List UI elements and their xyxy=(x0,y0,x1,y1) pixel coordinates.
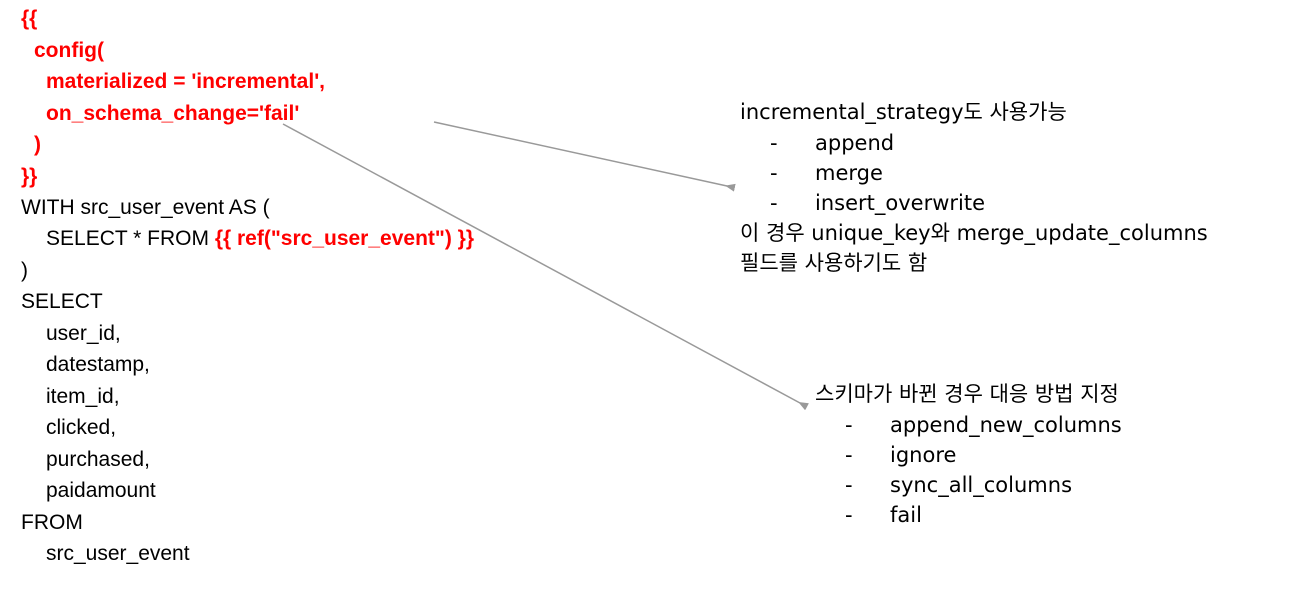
note-strategy-dash-1: - xyxy=(770,131,778,155)
code-line-close-braces: }} xyxy=(21,165,38,188)
code-line-datestamp: datestamp, xyxy=(46,353,150,376)
note-schema-dash-3: - xyxy=(845,473,853,497)
code-line-with: WITH src_user_event AS ( xyxy=(21,196,270,219)
note-strategy-item-append: append xyxy=(815,131,895,155)
code-line-paidamount: paidamount xyxy=(46,479,156,502)
note-strategy-footer-2: 필드를 사용하기도 함 xyxy=(740,251,928,275)
code-line-select: SELECT xyxy=(21,290,103,313)
code-line-close-paren: ) xyxy=(34,133,41,156)
code-line-config: config( xyxy=(34,39,104,62)
arrow-schema-to-on-schema-change xyxy=(282,123,809,411)
note-schema-item-sync-all-columns: sync_all_columns xyxy=(890,473,1073,497)
note-schema-dash-4: - xyxy=(845,503,853,527)
note-schema-item-fail: fail xyxy=(890,503,922,527)
code-line-on-schema-change: on_schema_change='fail' xyxy=(46,102,300,125)
code-line-materialized: materialized = 'incremental', xyxy=(46,70,326,93)
code-line-cte-close: ) xyxy=(21,259,28,282)
note-schema-title: 스키마가 바뀐 경우 대응 방법 지정 xyxy=(815,382,1119,406)
note-schema-dash-2: - xyxy=(845,443,853,467)
note-strategy-dash-2: - xyxy=(770,161,778,185)
code-line-item-id: item_id, xyxy=(46,385,120,408)
code-line-from: FROM xyxy=(21,511,83,534)
code-select-prefix: SELECT * FROM xyxy=(46,227,215,250)
note-strategy-title: incremental_strategy도 사용가능 xyxy=(740,100,1067,124)
arrow-strategy-to-materialized xyxy=(433,121,736,192)
note-strategy-footer-1: 이 경우 unique_key와 merge_update_columns xyxy=(740,221,1208,245)
code-line-select-from: SELECT * FROM {{ ref("src_user_event") }… xyxy=(46,227,474,251)
note-strategy-item-insert-overwrite: insert_overwrite xyxy=(815,191,985,215)
code-line-purchased: purchased, xyxy=(46,448,150,471)
note-schema-dash-1: - xyxy=(845,413,853,437)
note-schema-item-append-new-columns: append_new_columns xyxy=(890,413,1122,437)
note-strategy-dash-3: - xyxy=(770,191,778,215)
code-ref-macro: {{ ref("src_user_event") }} xyxy=(214,227,475,250)
note-strategy-item-merge: merge xyxy=(815,161,883,185)
code-line-clicked: clicked, xyxy=(46,416,117,439)
code-line-src-user-event: src_user_event xyxy=(46,542,190,565)
note-schema-item-ignore: ignore xyxy=(890,443,957,467)
code-line-user-id: user_id, xyxy=(46,322,121,345)
code-line-open-braces: {{ xyxy=(21,7,38,30)
